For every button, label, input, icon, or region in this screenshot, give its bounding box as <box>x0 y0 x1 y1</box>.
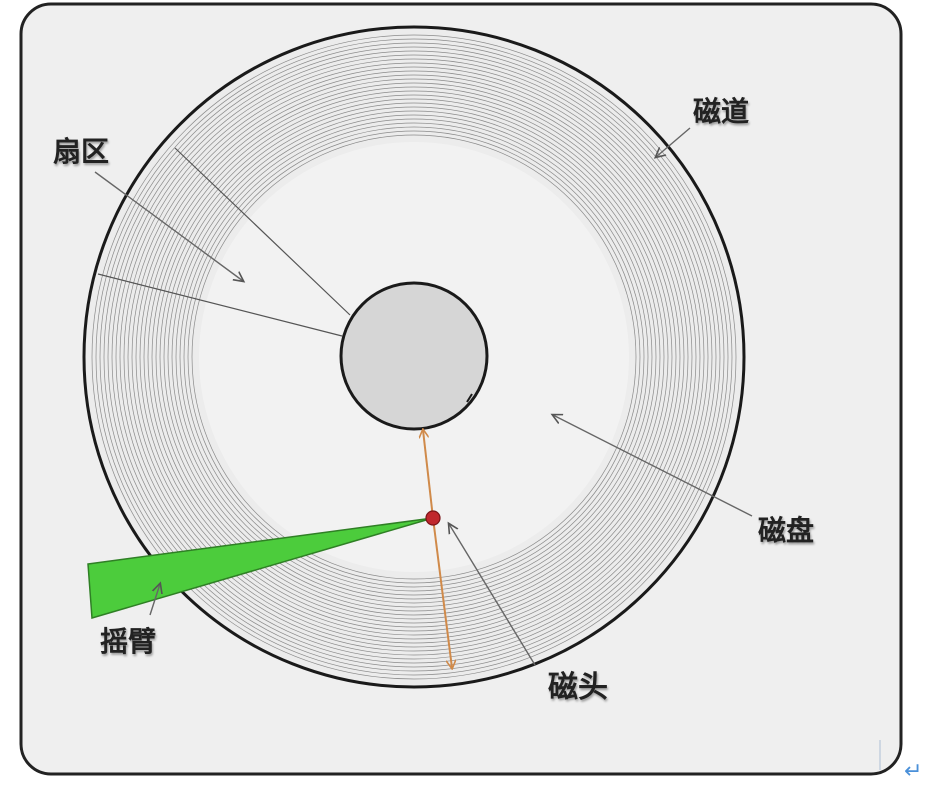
track-ring <box>159 102 669 612</box>
head-leader-line <box>449 524 536 666</box>
track-ring <box>163 106 665 608</box>
head-travel-up-arrow <box>423 430 434 519</box>
platter-leader-line <box>553 415 753 517</box>
track-ring <box>131 74 697 640</box>
track-ring <box>95 38 733 676</box>
track-ring <box>179 122 649 592</box>
track-ring <box>119 62 709 652</box>
track-ring <box>123 66 705 648</box>
sector-line-1 <box>174 147 351 316</box>
track-ring <box>115 58 713 656</box>
sector-boundaries <box>97 147 351 337</box>
sector-leader-line <box>94 171 243 281</box>
track-ring <box>147 90 681 624</box>
track-ring <box>107 50 721 664</box>
corner-return-mark: ↵ <box>904 759 922 784</box>
track-ring <box>175 118 653 596</box>
diagram-labels: 磁道 扇区 磁盘 磁头 摇臂 <box>53 95 814 705</box>
actuator-arm <box>87 517 434 619</box>
track-rings <box>91 34 737 680</box>
spindle-hub <box>339 281 489 431</box>
track-ring <box>151 94 677 620</box>
label-track: 磁道 <box>693 95 749 128</box>
track-ring <box>103 46 725 668</box>
track-ring <box>143 86 685 628</box>
track-ring <box>155 98 673 616</box>
track-ring <box>127 70 701 644</box>
read-write-head <box>425 510 441 526</box>
track-ring <box>183 126 645 588</box>
spindle-tick-right <box>466 393 473 403</box>
track-ring <box>99 42 729 672</box>
track-leader-line <box>656 127 691 157</box>
label-head: 磁头 <box>548 670 608 705</box>
leader-lines <box>94 127 753 666</box>
track-ring <box>139 82 689 632</box>
sector-line-2 <box>97 273 343 337</box>
track-ring <box>167 110 661 604</box>
label-platter: 磁盘 <box>758 514 814 547</box>
track-ring <box>191 134 637 580</box>
spindle-tick-left <box>351 393 358 403</box>
label-arm: 摇臂 <box>100 625 156 658</box>
label-sector: 扇区 <box>53 135 109 168</box>
track-ring <box>91 34 737 680</box>
track-ring <box>171 114 657 600</box>
track-ring <box>187 130 641 584</box>
head-travel-down-arrow <box>432 517 452 668</box>
track-ring <box>111 54 717 660</box>
arm-leader-line <box>149 584 160 616</box>
track-ring <box>135 78 693 636</box>
